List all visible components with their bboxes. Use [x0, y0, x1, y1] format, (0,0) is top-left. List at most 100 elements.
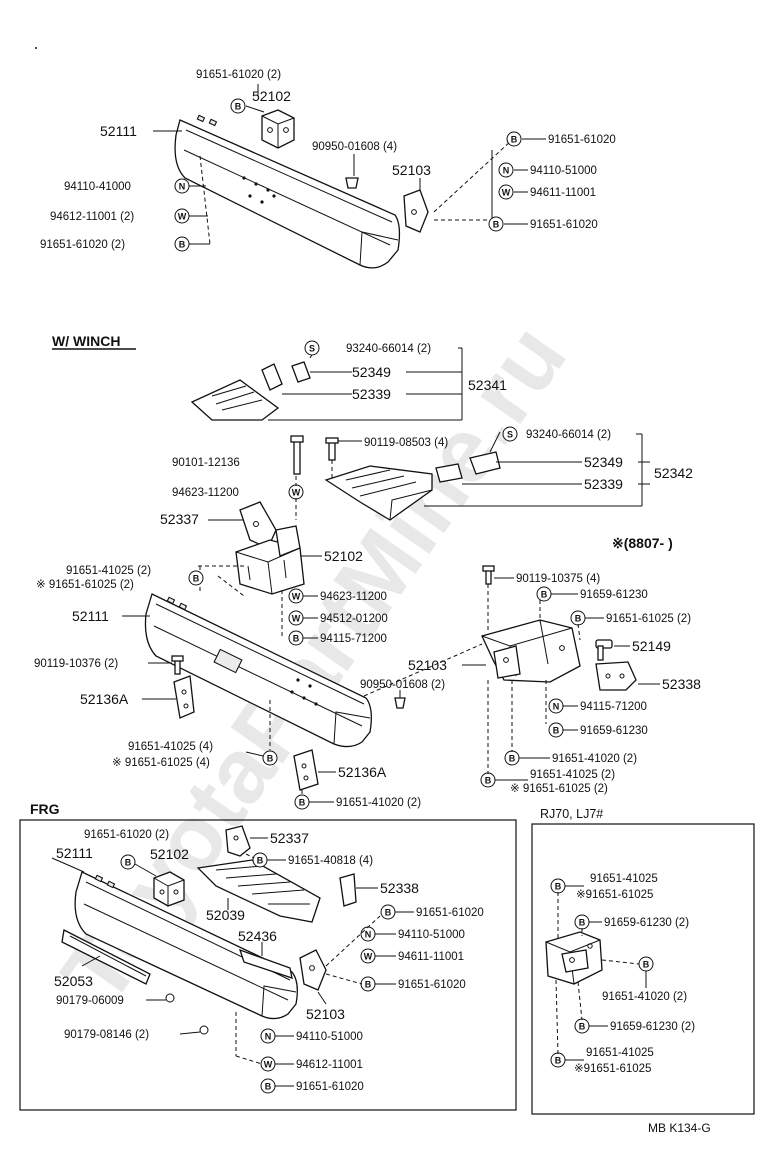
part-label: ※ 91651-61025 (2) — [36, 579, 134, 591]
grommet-90950 — [345, 177, 359, 189]
part-label: 52102 — [150, 846, 189, 862]
bolt-symbol: B — [235, 102, 242, 112]
part-label: 91651-41020 (2) — [552, 753, 637, 765]
part-label: 91651-61020 — [416, 907, 484, 919]
part-label: 91651-61020 — [296, 1081, 364, 1093]
nut-symbol: N — [503, 166, 510, 176]
bolt-symbol: B — [267, 754, 274, 764]
frg-frame — [19, 819, 517, 1111]
bolt-symbol: B — [299, 798, 306, 808]
part-label: 52436 — [238, 928, 277, 944]
nut-symbol: N — [553, 702, 560, 712]
part-label: 52039 — [206, 907, 245, 923]
part-label: 94612-11001 — [296, 1059, 363, 1071]
part-label: 94110-51000 — [530, 165, 597, 177]
part-label: 94611-11001 — [398, 951, 464, 963]
part-label: 94623-11200 — [320, 591, 387, 603]
bolt-symbol: B — [193, 574, 200, 584]
part-label: 91651-41025 — [590, 873, 658, 885]
part-label: ※91651-61025 — [574, 1063, 651, 1075]
part-label: 52338 — [380, 880, 419, 896]
heading-winch: W/ WINCH — [52, 333, 120, 349]
washer-symbol: W — [364, 952, 373, 962]
bolt-symbol: B — [541, 590, 548, 600]
part-label: 52338 — [662, 676, 701, 692]
bolt-symbol: B — [125, 858, 132, 868]
section-standard-bumper: B N W B B N W B 91651-61020 (2) 52102 52… — [40, 69, 616, 269]
bolt-symbol: B — [555, 1056, 562, 1066]
part-label: 52103 — [306, 1006, 345, 1022]
plate-52349-b — [435, 463, 463, 483]
part-label: 52102 — [252, 88, 291, 104]
screw-symbol: S — [309, 344, 315, 354]
heading-frg: FRG — [30, 801, 60, 817]
part-label: 94110-41000 — [64, 181, 131, 193]
part-label: 52102 — [324, 548, 363, 564]
part-label: 52349 — [584, 454, 623, 470]
part-label: 94110-51000 — [296, 1031, 363, 1043]
part-label: 90119-08503 (4) — [364, 437, 448, 449]
rj70-frame — [531, 823, 755, 1115]
bumper-bar-52111 — [174, 119, 401, 269]
part-label: 94115-71200 — [580, 701, 647, 713]
part-label: 94611-11001 — [530, 187, 596, 199]
bolt-symbol: B — [575, 614, 582, 624]
plate-52338-frg — [339, 873, 357, 907]
part-label: 91651-41025 (2) — [66, 565, 151, 577]
part-label: 91651-61020 (2) — [196, 69, 281, 81]
washer-symbol: W — [292, 592, 301, 602]
bolt-symbol: B — [579, 918, 586, 928]
bracket-52136A-left — [173, 675, 195, 719]
part-label: ※91651-61025 — [576, 889, 653, 901]
part-label: 52103 — [392, 162, 431, 178]
part-label: 94512-01200 — [320, 613, 388, 625]
section-frg: FRG — [19, 801, 517, 1111]
part-label: 91651-61020 (2) — [84, 829, 169, 841]
part-label: 52149 — [632, 638, 671, 654]
bumper-bar-52111-frg — [74, 871, 298, 1020]
part-label: 90101-12136 — [172, 457, 240, 469]
diagram-code: MB K134-G — [648, 1121, 711, 1135]
part-label: 52111 — [100, 123, 137, 139]
part-label: 91651-61020 — [548, 134, 616, 146]
nut-symbol: N — [265, 1032, 272, 1042]
bolt-symbol: B — [511, 135, 518, 145]
washer-symbol: W — [178, 212, 187, 222]
part-label: 93240-66014 (2) — [346, 343, 431, 355]
part-label: 91651-61020 (2) — [40, 239, 125, 251]
part-label: 90179-08146 (2) — [64, 1029, 149, 1041]
grommet-90950-winch — [394, 697, 406, 709]
bolt-symbol: B — [257, 856, 264, 866]
washer-symbol: W — [502, 188, 511, 198]
part-label: 91651-61020 — [398, 979, 466, 991]
part-label: 91659-61230 — [580, 725, 648, 737]
part-label: 90950-01608 (2) — [360, 679, 445, 691]
bolt-symbol: B — [553, 726, 560, 736]
part-label: 91651-41025 — [586, 1047, 654, 1059]
part-label: 90950-01608 (4) — [312, 141, 397, 153]
washer-symbol: W — [292, 488, 301, 498]
pad-52436 — [238, 948, 293, 979]
plate-52349-a — [261, 363, 283, 391]
part-label: 91651-41025 (4) — [128, 741, 213, 753]
bolt-symbol: B — [643, 960, 650, 970]
bolt-symbol: B — [555, 882, 562, 892]
part-label: 52103 — [408, 657, 447, 673]
bolt-symbol: B — [365, 980, 372, 990]
bumper-bar-52111-winch — [144, 593, 372, 748]
washer-symbol: W — [264, 1060, 273, 1070]
bolt-symbol: B — [385, 908, 392, 918]
part-label: 94115-71200 — [320, 633, 387, 645]
nut-symbol: N — [365, 930, 372, 940]
part-label: 91651-41020 (2) — [336, 797, 421, 809]
part-label: 90119-10376 (2) — [34, 658, 118, 670]
part-label: 52349 — [352, 364, 391, 380]
part-label: 52339 — [584, 476, 623, 492]
bolt-symbol: B — [485, 776, 492, 786]
part-label: 52339 — [352, 386, 391, 402]
part-label: 91651-40818 (4) — [288, 855, 373, 867]
bracket-52136A-right — [293, 749, 319, 791]
plate-52339-a — [190, 379, 280, 421]
bolt-symbol: B — [293, 634, 300, 644]
